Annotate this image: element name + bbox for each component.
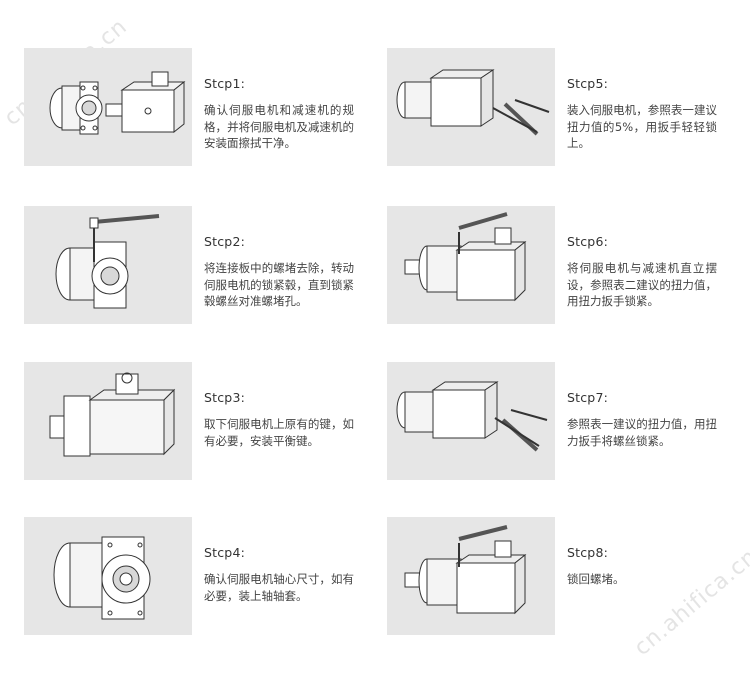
step-4: Stcp4: 确认伺服电机轴心尺寸，如有必要，装上轴轴套。 xyxy=(24,517,364,635)
step-description: 参照表一建议的扭力值，用扭力扳手将螺丝锁紧。 xyxy=(567,417,717,448)
assembly-screw-tightening-illustration xyxy=(387,362,555,480)
step-3: Stcp3: 取下伺服电机上原有的键，如有必要，安装平衡键。 xyxy=(24,362,364,480)
step-description: 确认伺服电机轴心尺寸，如有必要，装上轴轴套。 xyxy=(204,572,354,603)
step-7: Stcp7: 参照表一建议的扭力值，用扭力扳手将螺丝锁紧。 xyxy=(387,362,727,480)
step-8: Stcp8: 锁回螺堵。 xyxy=(387,517,727,635)
step-title: Stcp7: xyxy=(567,390,609,405)
step-title: Stcp8: xyxy=(567,545,609,560)
servo-motor-illustration xyxy=(24,362,192,480)
step-title: Stcp4: xyxy=(204,545,246,560)
motor-reducer-assembly-wrench-illustration xyxy=(387,48,555,166)
reducer-wrench-illustration xyxy=(24,206,192,324)
step-description: 确认伺服电机和减速机的规格，并将伺服电机及减速机的安装面擦拭干净。 xyxy=(204,103,354,150)
reducer-and-motor-illustration xyxy=(24,48,192,166)
step-title: Stcp1: xyxy=(204,76,246,91)
step-2: Stcp2: 将连接板中的螺堵去除，转动伺服电机的锁紧毂，直到锁紧毂螺丝对准螺堵… xyxy=(24,206,364,324)
step-title: Stcp2: xyxy=(204,234,246,249)
step-description: 将连接板中的螺堵去除，转动伺服电机的锁紧毂，直到锁紧毂螺丝对准螺堵孔。 xyxy=(204,261,354,308)
step-description: 锁回螺堵。 xyxy=(567,572,625,586)
step-6: Stcp6: 将伺服电机与减速机直立摆设，参照表二建议的扭力值，用扭力扳手锁紧。 xyxy=(387,206,727,324)
step-title: Stcp5: xyxy=(567,76,609,91)
assembly-plug-illustration xyxy=(387,517,555,635)
step-title: Stcp6: xyxy=(567,234,609,249)
step-1: Stcp1: 确认伺服电机和减速机的规格，并将伺服电机及减速机的安装面擦拭干净。 xyxy=(24,48,364,166)
step-description: 取下伺服电机上原有的键，如有必要，安装平衡键。 xyxy=(204,417,354,448)
reducer-shaft-illustration xyxy=(24,517,192,635)
upright-assembly-torque-wrench-illustration xyxy=(387,206,555,324)
step-description: 装入伺服电机，参照表一建议扭力值的5%，用扳手轻轻锁上。 xyxy=(567,103,717,150)
step-5: Stcp5: 装入伺服电机，参照表一建议扭力值的5%，用扳手轻轻锁上。 xyxy=(387,48,727,166)
step-title: Stcp3: xyxy=(204,390,246,405)
step-description: 将伺服电机与减速机直立摆设，参照表二建议的扭力值，用扭力扳手锁紧。 xyxy=(567,261,717,308)
